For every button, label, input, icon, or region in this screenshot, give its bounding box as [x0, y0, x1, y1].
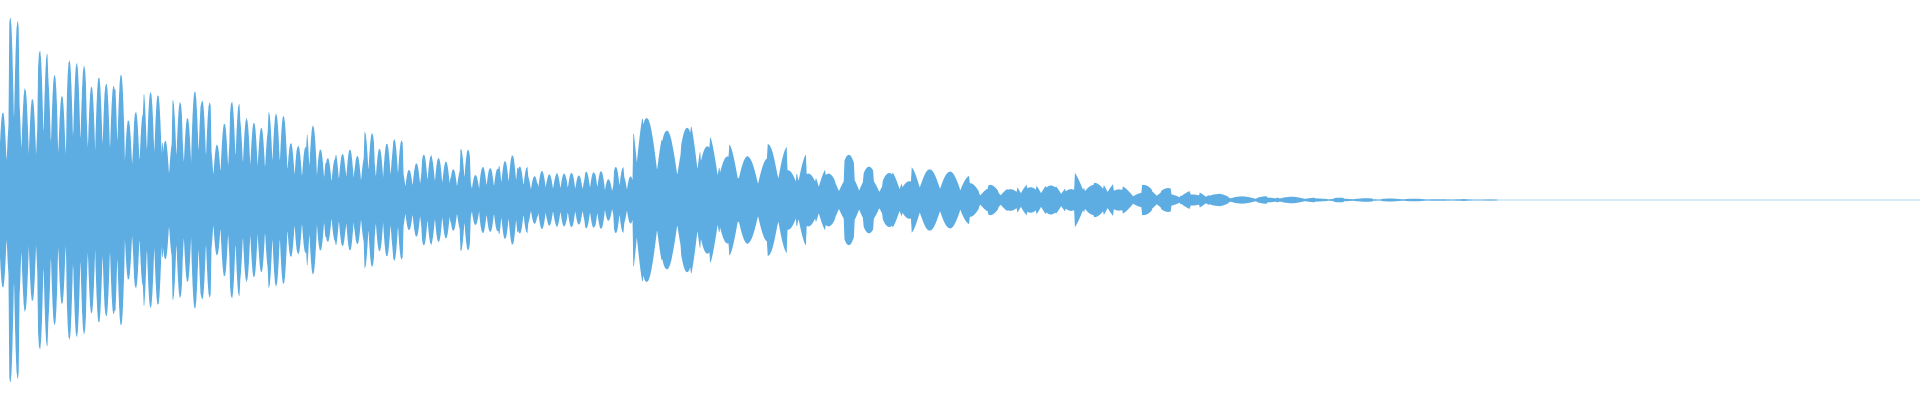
- audio-waveform: [0, 18, 1920, 382]
